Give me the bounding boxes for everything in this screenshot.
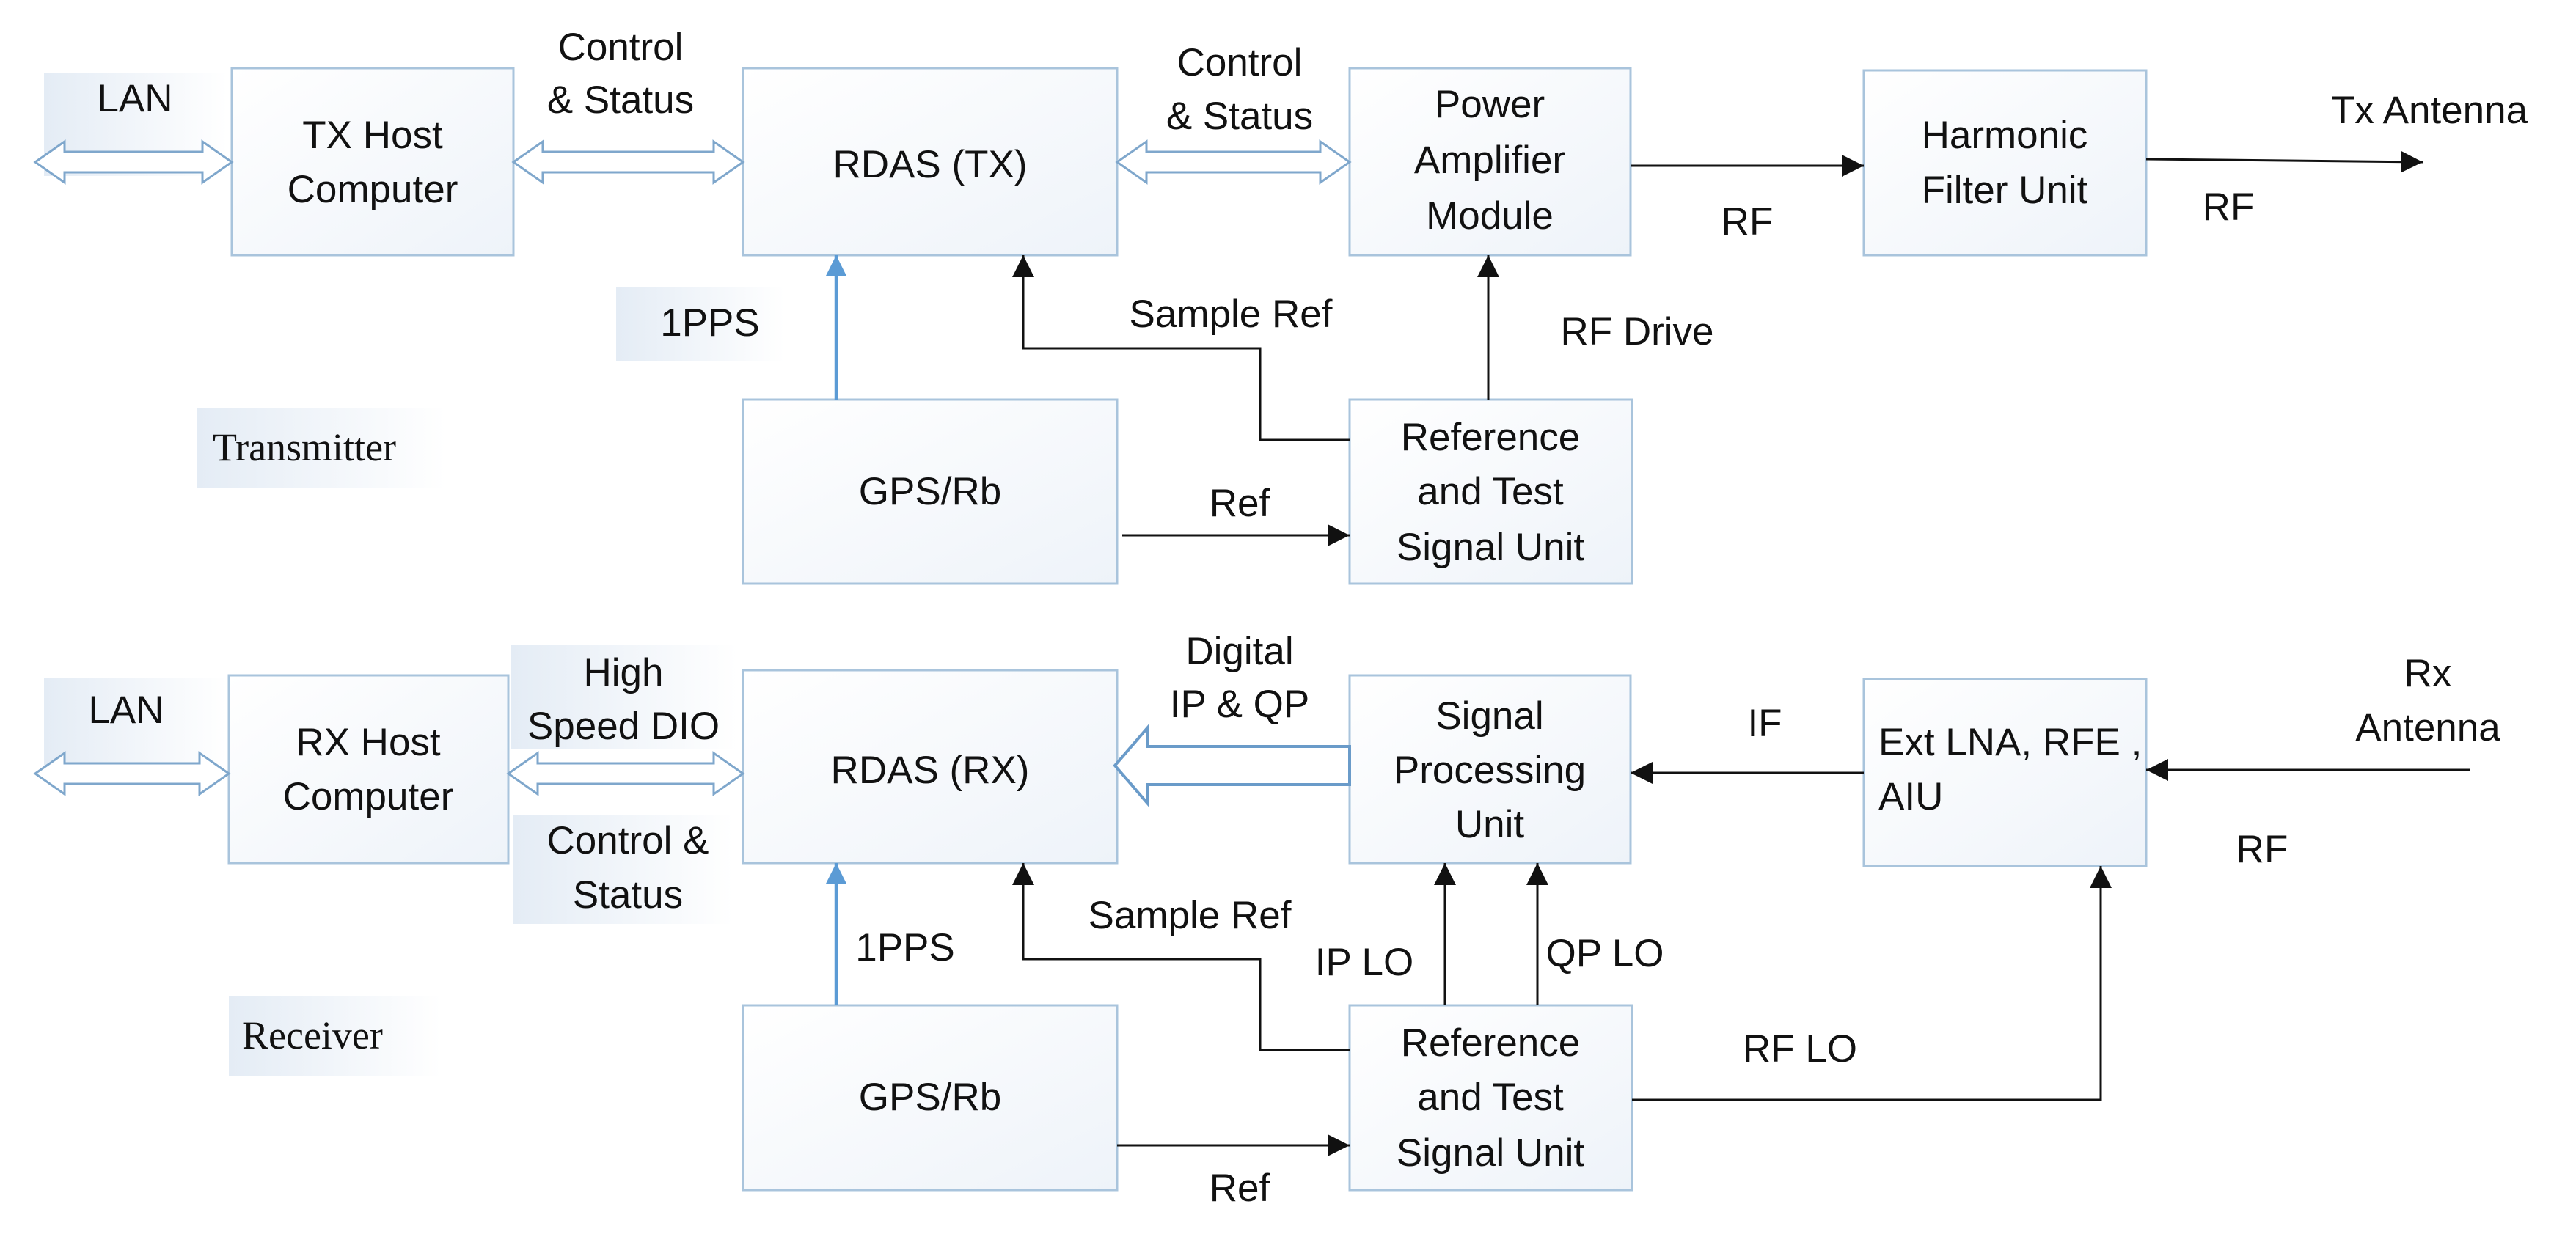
ref-tx-label: Ref xyxy=(1210,482,1270,525)
tx-host-rdas-bidirectional-arrow xyxy=(511,139,745,185)
rf-drive-label: RF Drive xyxy=(1560,310,1713,353)
harmonic-filter-unit-block: Harmonic Filter Unit xyxy=(1862,69,2148,257)
reftest-tx-line-3: Signal Unit xyxy=(1397,526,1585,569)
high-speed-dio-line-1: High xyxy=(583,651,663,694)
sample-ref-rx-arrow xyxy=(1012,863,1350,1051)
ctrl-status-rx-line-1: Control & xyxy=(547,819,709,862)
pa-line-1: Power xyxy=(1435,83,1545,126)
rdas-tx-label: RDAS (TX) xyxy=(833,143,1028,186)
rf-lo-arrow xyxy=(1632,866,2112,1101)
rf-pa-out-label: RF xyxy=(1721,200,1774,243)
pa-line-2: Amplifier xyxy=(1414,139,1565,182)
ip-lo-label: IP LO xyxy=(1315,941,1414,984)
sample-ref-tx-arrow xyxy=(1012,255,1350,441)
gps-rx-label: GPS/Rb xyxy=(859,1076,1001,1119)
spu-line-2: Processing xyxy=(1394,749,1586,792)
rx-host-computer-block: RX Host Computer xyxy=(227,674,510,865)
tx-host-computer-block: TX Host Computer xyxy=(230,67,515,257)
if-label: IF xyxy=(1747,702,1782,745)
tx-antenna-label: Tx Antenna xyxy=(2331,89,2528,132)
rdas-rx-block: RDAS (RX) xyxy=(742,669,1119,865)
reference-test-signal-tx-block: Reference and Test Signal Unit xyxy=(1348,398,1633,585)
rx-antenna-line-2: Antenna xyxy=(2355,706,2500,749)
tx-host-line-1: TX Host xyxy=(302,114,443,157)
signal-processing-unit-block: Signal Processing Unit xyxy=(1348,674,1632,865)
reftest-rx-line-3: Signal Unit xyxy=(1397,1131,1585,1175)
qp-lo-label: QP LO xyxy=(1545,932,1664,975)
power-amplifier-module-block: Power Amplifier Module xyxy=(1348,67,1632,257)
harmonic-line-2: Filter Unit xyxy=(1922,169,2088,212)
rf-tx-antenna-label: RF xyxy=(2203,186,2255,229)
gps-rb-tx-block: GPS/Rb xyxy=(742,398,1119,585)
ctrl-status-tx1-line-1: Control xyxy=(558,26,684,69)
digital-ip-qp-line-1: Digital xyxy=(1185,630,1293,673)
pps-tx-label: 1PPS xyxy=(660,301,760,345)
sample-ref-tx-label: Sample Ref xyxy=(1130,293,1333,336)
transmitter-label-bg xyxy=(197,408,446,488)
rdas-rx-label: RDAS (RX) xyxy=(831,749,1030,792)
digital-ip-qp-line-2: IP & QP xyxy=(1170,683,1310,726)
ext-lna-line-1: Ext LNA, RFE , xyxy=(1878,721,2142,764)
receiver-section: RX Host Computer RDAS (RX) Signal Proces… xyxy=(33,630,2500,1210)
rx-host-rdas-bidirectional-arrow xyxy=(506,751,745,796)
spu-line-1: Signal xyxy=(1435,694,1543,738)
ctrl-status-rx-label-bg xyxy=(513,815,733,924)
tx-host-line-2: Computer xyxy=(288,168,458,211)
harmonic-line-1: Harmonic xyxy=(1922,114,2088,157)
reftest-rx-line-1: Reference xyxy=(1401,1021,1581,1065)
rdas-pa-bidirectional-arrow xyxy=(1115,139,1352,185)
rf-rx-label: RF xyxy=(2236,828,2288,871)
digital-ip-qp-arrow xyxy=(1113,724,1351,807)
ref-rx-label: Ref xyxy=(1210,1167,1270,1210)
pps-tx-label-bg xyxy=(616,287,785,361)
reftest-tx-line-2: and Test xyxy=(1417,470,1564,513)
reftest-rx-line-2: and Test xyxy=(1417,1076,1564,1119)
spu-line-3: Unit xyxy=(1455,803,1525,846)
lan-rx-bidirectional-arrow xyxy=(33,751,231,796)
transmitter-section-label: Transmitter xyxy=(213,425,396,469)
filter-to-tx-antenna-arrow xyxy=(2145,150,2423,173)
ctrl-status-tx2-line-1: Control xyxy=(1177,41,1303,84)
ext-lna-line-2: AIU xyxy=(1878,775,1943,818)
reftest-tx-line-1: Reference xyxy=(1401,416,1581,459)
high-speed-dio-label-bg xyxy=(511,645,738,749)
ctrl-status-tx2-line-2: & Status xyxy=(1166,95,1313,138)
ctrl-status-tx1-line-2: & Status xyxy=(547,78,694,122)
lan-rx-label: LAN xyxy=(88,689,164,732)
rf-lo-label: RF LO xyxy=(1743,1027,1857,1071)
rdas-tx-block: RDAS (TX) xyxy=(742,67,1119,257)
reference-test-signal-rx-block: Reference and Test Signal Unit xyxy=(1348,1004,1633,1192)
rx-host-line-1: RX Host xyxy=(296,721,441,764)
rx-host-line-2: Computer xyxy=(283,775,454,818)
receiver-section-label: Receiver xyxy=(242,1013,383,1057)
transmitter-section: TX Host Computer RDAS (TX) Power Amplifi… xyxy=(33,26,2528,585)
rx-antenna-line-1: Rx xyxy=(2404,652,2452,695)
lan-tx-label: LAN xyxy=(97,77,172,120)
ext-lna-rfe-aiu-block: Ext LNA, RFE , AIU xyxy=(1862,678,2148,867)
receiver-label-bg xyxy=(229,996,442,1076)
lan-tx-bidirectional-arrow xyxy=(33,139,234,185)
ctrl-status-rx-line-2: Status xyxy=(573,873,683,917)
sample-ref-rx-label: Sample Ref xyxy=(1088,894,1292,937)
pps-rx-label: 1PPS xyxy=(855,926,955,969)
gps-rb-rx-block: GPS/Rb xyxy=(742,1004,1119,1192)
gps-tx-label: GPS/Rb xyxy=(859,470,1001,513)
high-speed-dio-line-2: Speed DIO xyxy=(527,705,720,748)
pa-line-3: Module xyxy=(1426,194,1554,238)
